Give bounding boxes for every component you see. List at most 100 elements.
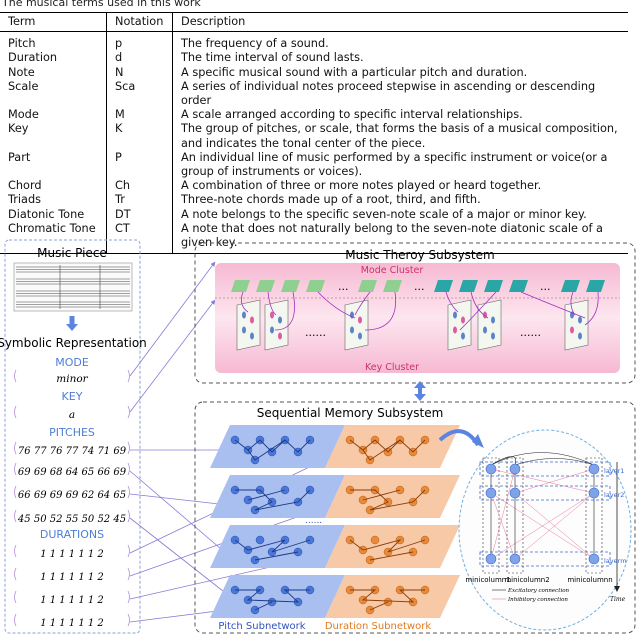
key-dots-2: ......	[520, 326, 541, 339]
key-value: a	[69, 409, 75, 421]
term-cell: Duration	[0, 51, 107, 66]
term-cell: Scale	[0, 79, 107, 109]
term-cell: Diatonic Tone	[0, 207, 107, 222]
mode-key-links	[240, 291, 599, 331]
description-cell: The time interval of sound lasts.	[181, 51, 364, 65]
term-cell: Note	[0, 65, 107, 80]
mode-value: minor	[56, 373, 88, 385]
excitatory-links	[490, 452, 595, 559]
notation-cell: DT	[106, 207, 173, 222]
duration-row-2: 1 1 1 1 1 1 2	[40, 572, 104, 583]
duration-row-1: 1 1 1 1 1 1 2	[40, 549, 104, 560]
duration-synapses	[349, 439, 426, 611]
header-description: Description	[172, 12, 628, 33]
minicolumnn-label: minicolumnn	[567, 576, 612, 584]
layerm-label: layerm	[604, 557, 627, 565]
description-cell: A note that does not naturally belong to…	[181, 221, 603, 250]
duration-row-3: 1 1 1 1 1 1 2	[40, 595, 104, 606]
mode-label: MODE	[55, 356, 89, 369]
pitch-row-1: 76 77 76 77 74 71 69	[18, 446, 127, 457]
input-panel	[4, 239, 141, 634]
key-dots-1: ......	[305, 326, 326, 339]
notation-cell: d	[106, 51, 173, 66]
duration-layers	[325, 425, 460, 618]
term-cell: Chord	[0, 179, 107, 194]
symbolic-title: Symbolic Representation	[0, 336, 147, 350]
inhibitory-legend: Inhibitory connection	[507, 597, 568, 603]
notation-cell: p	[106, 31, 173, 52]
table-caption: The musical terms used in this work	[2, 0, 201, 9]
inhibitory-links	[490, 468, 595, 560]
key-neurons	[242, 311, 582, 340]
notation-cell: P	[106, 150, 173, 180]
description-cell: The frequency of a sound.	[181, 37, 329, 51]
term-cell: Triads	[0, 193, 107, 208]
column-neurons	[485, 463, 600, 565]
description-cell: An individual line of music performed by…	[181, 150, 608, 179]
key-label: KEY	[62, 390, 83, 403]
description-cell: Three-note chords made up of a root, thi…	[181, 193, 481, 207]
notation-cell: Sca	[106, 79, 173, 109]
description-cell: A note belongs to the specific seven-not…	[181, 207, 587, 221]
theory-panel	[194, 242, 636, 384]
layer2-label: layer2	[604, 491, 624, 499]
description-cell: A specific musical sound with a particul…	[181, 65, 528, 79]
minicolumn2-label: minicolumn2	[504, 576, 549, 584]
minicolumn1-label: minicolumn1	[465, 576, 510, 584]
bracket-marks	[14, 369, 130, 627]
mode-ellipsis-3: ...	[540, 280, 551, 293]
durations-label: DURATIONS	[40, 528, 104, 541]
mode-ellipsis-2: ...	[414, 280, 425, 293]
header-term: Term	[0, 12, 107, 33]
pitch-dots: ......	[305, 516, 322, 526]
memory-title: Sequential Memory Subsystem	[257, 406, 444, 420]
key-cluster-label: Key Cluster	[365, 362, 419, 373]
description-cell: A series of individual notes proceed ste…	[181, 79, 596, 108]
description-cell: The group of pitches, or scale, that for…	[181, 122, 618, 150]
zoom-circle	[458, 429, 632, 631]
time-label: Time	[610, 596, 626, 603]
sheet-music	[13, 262, 133, 312]
pitch-row-2: 69 69 68 64 65 66 69	[18, 467, 127, 478]
term-cell: Part	[0, 150, 107, 180]
description-cell: A scale arranged according to specific i…	[181, 108, 523, 122]
notation-cell: N	[106, 65, 173, 80]
pitch-subnetwork-label: Pitch Subnetwork	[218, 621, 305, 632]
layer-boxes	[479, 461, 611, 567]
mode-ellipsis-1: ...	[338, 280, 349, 293]
pitch-row-3: 66 69 69 69 62 64 65	[18, 490, 126, 501]
description-cell: A combination of three or more notes pla…	[181, 179, 542, 193]
header-notation: Notation	[106, 12, 173, 33]
theory-title: Music Theroy Subsystem	[345, 248, 494, 262]
pitches-label: PITCHES	[49, 426, 95, 439]
notation-cell: K	[106, 122, 173, 151]
mode-nodes	[231, 280, 605, 292]
pitch-layers	[210, 425, 345, 618]
music-piece-title: Music Piece	[37, 246, 107, 260]
table-header-row: Term Notation Description	[0, 12, 628, 33]
excitatory-legend: Excitatory connection	[507, 588, 570, 594]
pitch-row-4: 45 50 52 55 50 52 45	[17, 514, 126, 525]
duration-subnetwork-label: Duration Subnetwork	[325, 621, 431, 632]
term-cell: Key	[0, 122, 107, 151]
term-cell: Mode	[0, 108, 107, 123]
term-cell: Pitch	[0, 31, 107, 52]
layer1-label: layer1	[604, 467, 624, 475]
notation-cell: Tr	[106, 193, 173, 208]
notation-cell: Ch	[106, 179, 173, 194]
mode-cluster-label: Mode Cluster	[361, 265, 424, 276]
duration-row-4: 1 1 1 1 1 1 2	[40, 618, 104, 629]
